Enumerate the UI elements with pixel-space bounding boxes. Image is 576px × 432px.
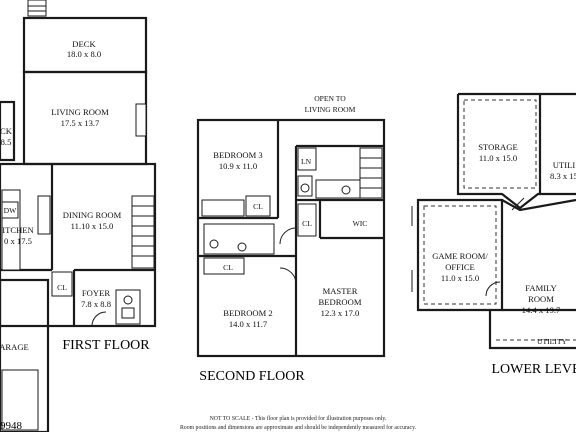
lower-level-title: LOWER LEVE [491, 362, 576, 377]
second-floor-stairs [359, 147, 383, 199]
foyer-closet [51, 271, 73, 297]
garage-outline [0, 278, 50, 432]
first-floor-title: FIRST FLOOR [62, 338, 150, 353]
bedroom3-closet-label: CL [253, 202, 263, 211]
dishwasher-label: DW [4, 206, 17, 215]
open-to-label-line1: OPEN TO [314, 94, 346, 103]
first-floor-plan [0, 0, 157, 432]
game-room-dims: 11.0 x 15.0 [441, 273, 479, 283]
lower-level-plan [411, 92, 576, 350]
side-deck-dims: 8.5 [1, 137, 12, 147]
living-room-label: LIVING ROOM [51, 107, 109, 117]
family-room-outline [488, 198, 576, 350]
storage-outline [456, 92, 576, 210]
linen-label: LN [301, 157, 312, 166]
bedroom2-dims: 14.0 x 11.7 [229, 319, 268, 329]
hall-closet-label: CL [302, 219, 312, 228]
hall-bath-tub [201, 199, 245, 217]
foyer-closet-label: CL [57, 283, 67, 292]
linen-closet [297, 147, 317, 171]
fireplace [135, 103, 147, 137]
utility-bottom-label: UTILITY [537, 337, 567, 346]
wic-label: WIC [353, 219, 368, 228]
kitchen-dims: 0 x 17.5 [4, 236, 32, 246]
game-room-label-line1: GAME ROOM/ [432, 251, 488, 261]
living-room-dims: 17.5 x 13.7 [61, 118, 100, 128]
deck-label: DECK [72, 39, 96, 49]
bedroom3-dims: 10.9 x 11.0 [219, 161, 257, 171]
bedroom2-label: BEDROOM 2 [223, 308, 272, 318]
master-label-line1: MASTER [323, 286, 358, 296]
open-to-label-line2: LIVING ROOM [305, 105, 356, 114]
family-room-dims: 14.4 x 19.7 [522, 305, 561, 315]
dining-room-dims: 11.10 x 15.0 [71, 221, 114, 231]
first-floor-stairs [131, 195, 155, 269]
side-deck-outline [0, 100, 16, 162]
second-floor-plan [196, 118, 386, 358]
kitchen-label: ITCHEN [2, 225, 34, 235]
master-tub [315, 179, 361, 199]
family-room-label-line2: ROOM [528, 294, 554, 304]
bedroom3-label: BEDROOM 3 [213, 150, 262, 160]
utility-top-dims: 8.3 x 15 [550, 171, 576, 181]
side-deck-label: CK [0, 126, 13, 136]
bedroom2-closet-label: CL [223, 263, 233, 272]
listing-number: 9948 [0, 420, 23, 432]
kitchen-island [37, 195, 51, 235]
dishwasher [1, 201, 19, 219]
storage-label: STORAGE [478, 142, 517, 152]
foyer-label: FOYER [82, 288, 110, 298]
deck-stairs [27, 0, 47, 17]
disclaimer-line1: NOT TO SCALE - This floor plan is provid… [210, 415, 387, 422]
deck-dims: 18.0 x 8.0 [67, 49, 101, 59]
powder-room [115, 289, 141, 325]
master-label-line2: BEDROOM [319, 297, 362, 307]
second-floor-title: SECOND FLOOR [199, 369, 305, 384]
master-dims: 12.3 x 17.0 [321, 308, 360, 318]
game-room-label-line2: OFFICE [445, 262, 475, 272]
main-floor-outline [0, 162, 157, 328]
garage-label: ARAGE [0, 342, 29, 352]
disclaimer-line2: Room positions and dimensions are approx… [180, 424, 417, 431]
dining-room-label: DINING ROOM [63, 210, 122, 220]
family-room-label-line1: FAMILY [525, 283, 556, 293]
utility-top-label: UTILI [553, 160, 576, 170]
foyer-dims: 7.8 x 8.8 [81, 299, 111, 309]
storage-dims: 11.0 x 15.0 [479, 153, 517, 163]
